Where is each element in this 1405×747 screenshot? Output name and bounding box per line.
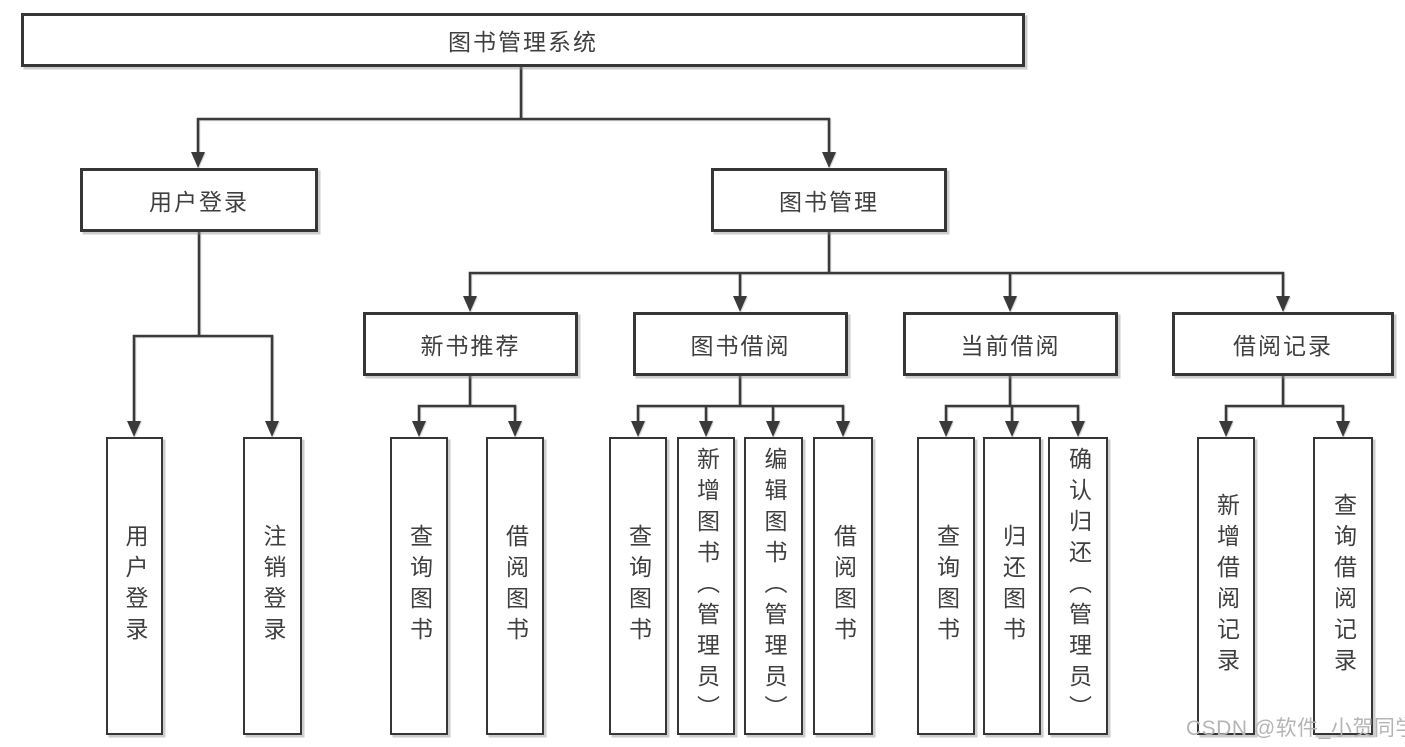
leaf-user-login: 用户登录 [106, 437, 163, 735]
leaf-edit-book-admin-label: 编辑图书（管理员） [761, 446, 787, 726]
connector-bookborrow-to-leaves [631, 374, 850, 437]
leaf-current-query-book-label: 查询图书 [933, 524, 960, 648]
connector-currentborrow-to-leaves [939, 374, 1085, 437]
leaf-current-query-book: 查询图书 [917, 437, 975, 735]
leaf-add-borrow-record-label: 新增借阅记录 [1213, 493, 1240, 679]
leaf-query-borrow-record: 查询借阅记录 [1313, 437, 1373, 735]
csdn-watermark: CSDN @软件_小贺同学 [1186, 717, 1405, 740]
node-current-borrow-label: 当前借阅 [960, 333, 1061, 359]
leaf-logout-label: 注销登录 [260, 524, 286, 648]
node-user-login: 用户登录 [80, 168, 318, 232]
leaf-confirm-return-admin: 确认归还（管理员） [1048, 437, 1108, 735]
node-book-borrow-label: 图书借阅 [690, 333, 791, 359]
leaf-add-borrow-record: 新增借阅记录 [1197, 437, 1255, 735]
node-borrow-record: 借阅记录 [1172, 312, 1394, 376]
node-book-management: 图书管理 [711, 168, 947, 232]
leaf-confirm-return-admin-label: 确认归还（管理员） [1065, 446, 1092, 726]
leaf-edit-book-admin: 编辑图书（管理员） [744, 437, 803, 735]
connector-root-to-level2 [191, 64, 836, 168]
leaf-add-book-admin-label: 新增图书（管理员） [693, 446, 720, 726]
node-book-borrow: 图书借阅 [633, 312, 848, 376]
leaf-newrec-query-book: 查询图书 [390, 437, 448, 735]
node-book-management-label: 图书管理 [779, 189, 879, 215]
leaf-borrow-query-book-label: 查询图书 [625, 524, 652, 648]
leaf-logout: 注销登录 [243, 437, 302, 735]
leaf-borrow-book: 借阅图书 [813, 437, 873, 735]
leaf-newrec-borrow-book-label: 借阅图书 [502, 524, 529, 648]
node-current-borrow: 当前借阅 [903, 312, 1118, 376]
connector-borrowrecord-to-leaves [1219, 374, 1350, 437]
node-root-system-label: 图书管理系统 [448, 29, 598, 55]
connector-newbook-to-leaves [412, 374, 522, 437]
connector-userlogin-to-leaves [127, 230, 279, 437]
node-root-system: 图书管理系统 [21, 13, 1025, 67]
leaf-newrec-query-book-label: 查询图书 [406, 524, 433, 648]
leaf-add-book-admin: 新增图书（管理员） [677, 437, 735, 735]
leaf-return-book: 归还图书 [983, 437, 1041, 735]
node-new-book-recommend-label: 新书推荐 [420, 333, 521, 359]
leaf-newrec-borrow-book: 借阅图书 [486, 437, 544, 735]
node-new-book-recommend: 新书推荐 [363, 312, 578, 376]
connector-bookmgmt-to-level3 [463, 230, 1290, 312]
leaf-return-book-label: 归还图书 [999, 524, 1026, 648]
node-borrow-record-label: 借阅记录 [1233, 333, 1333, 359]
leaf-borrow-book-label: 借阅图书 [830, 524, 857, 648]
leaf-borrow-query-book: 查询图书 [609, 437, 667, 735]
node-user-login-label: 用户登录 [149, 189, 249, 215]
leaf-query-borrow-record-label: 查询借阅记录 [1330, 493, 1357, 679]
leaf-user-login-label: 用户登录 [122, 524, 148, 648]
